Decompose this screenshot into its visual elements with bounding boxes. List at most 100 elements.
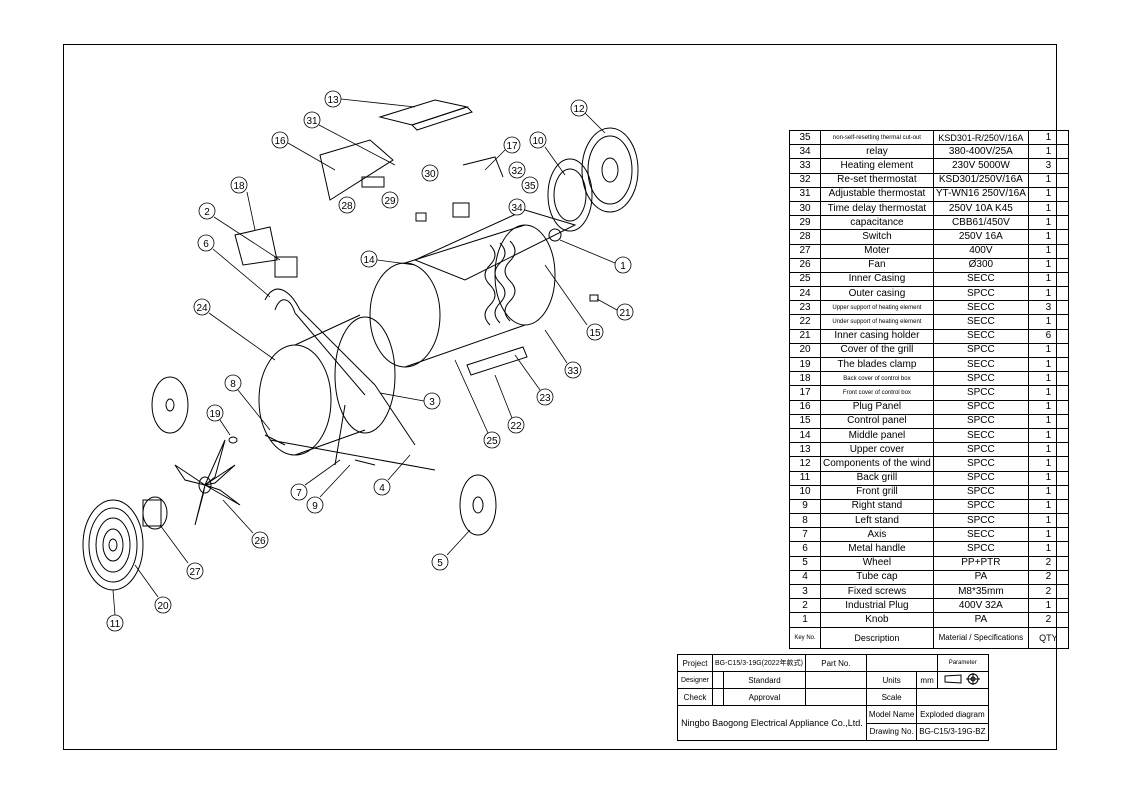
callout-10: 10 xyxy=(529,131,566,176)
bom-cell-no: 35 xyxy=(789,129,821,146)
svg-text:28: 28 xyxy=(341,201,353,212)
drawing-no-value: BG-C15/3-19G-BZ xyxy=(916,722,989,741)
bom-cell-qty: 1 xyxy=(1027,286,1069,302)
metal-handle xyxy=(264,288,376,386)
bom-cell-spec: Ø300 xyxy=(932,257,1029,273)
bom-cell-desc: Upper cover xyxy=(820,442,934,458)
bom-cell-desc: Back grill xyxy=(820,470,934,486)
callout-4: 4 xyxy=(373,454,411,496)
callout-12: 12 xyxy=(570,99,606,134)
bom-cell-desc: Inner casing holder xyxy=(820,328,934,344)
svg-text:26: 26 xyxy=(254,536,266,547)
callout-8: 8 xyxy=(224,374,271,431)
bom-cell-spec: SPCC xyxy=(932,442,1029,458)
project-label: Project xyxy=(677,654,713,672)
bom-cell-spec: 380-400V/25A xyxy=(932,144,1029,160)
svg-text:18: 18 xyxy=(233,181,245,192)
bom-cell-spec: KSD301-R/250V/16A xyxy=(932,129,1029,146)
front-cover-control-box xyxy=(462,156,504,178)
callout-14: 14 xyxy=(360,250,416,268)
svg-text:6: 6 xyxy=(203,239,209,250)
bom-cell-no: 16 xyxy=(789,399,821,415)
bom-cell-spec: 400V 32A xyxy=(932,598,1029,614)
bom-cell-desc: Switch xyxy=(820,229,934,245)
units-value: mm xyxy=(916,671,938,689)
bom-cell-no: 13 xyxy=(789,442,821,458)
bom-cell-desc: Time delay thermostat xyxy=(820,200,934,217)
bom-cell-no: 29 xyxy=(789,215,821,231)
bom-cell-qty: 3 xyxy=(1027,158,1069,174)
bom-cell-desc: Under support of heating element xyxy=(820,314,934,330)
bom-cell-desc: Left stand xyxy=(820,513,934,529)
bom-cell-no: 26 xyxy=(789,257,821,273)
scale-value xyxy=(916,688,989,706)
bom-cell-qty: 1 xyxy=(1027,498,1069,515)
bom-cell-qty: 1 xyxy=(1027,342,1069,359)
bom-cell-qty: 1 xyxy=(1027,144,1069,160)
plug-panel xyxy=(319,139,394,201)
bom-cell-qty: 1 xyxy=(1027,271,1069,288)
callout-28: 28 xyxy=(338,196,356,214)
callout-33: 33 xyxy=(544,329,582,379)
bom-cell-spec: 400V xyxy=(932,243,1029,259)
bom-cell-qty: 1 xyxy=(1027,257,1069,273)
callout-15: 15 xyxy=(544,264,604,341)
bom-cell-no: 10 xyxy=(789,484,821,500)
svg-text:30: 30 xyxy=(424,169,436,180)
bom-cell-no: 32 xyxy=(789,172,821,188)
callout-29: 29 xyxy=(381,191,399,209)
bom-cell-desc: Components of the wind xyxy=(820,456,934,472)
svg-text:32: 32 xyxy=(511,166,523,177)
bom-cell-spec: SPCC xyxy=(932,413,1029,429)
svg-text:13: 13 xyxy=(327,95,339,106)
bom-cell-no: 4 xyxy=(789,569,821,586)
callout-3: 3 xyxy=(379,392,441,410)
bom-cell-qty: 1 xyxy=(1027,442,1069,458)
callout-19: 19 xyxy=(206,404,231,436)
back-cover-control-box xyxy=(234,226,278,266)
bom-cell-no: 6 xyxy=(789,541,821,557)
svg-text:29: 29 xyxy=(384,196,396,207)
bom-cell-qty: 1 xyxy=(1027,371,1069,387)
drawing-no-label: Drawing No. xyxy=(865,722,918,741)
svg-text:35: 35 xyxy=(524,181,536,192)
bom-cell-qty: 1 xyxy=(1027,399,1069,415)
bom-cell-desc: The blades clamp xyxy=(820,356,934,373)
bom-cell-spec: YT-WN16 250V/16A xyxy=(932,186,1029,202)
bom-cell-no: 24 xyxy=(789,286,821,302)
upper-cover xyxy=(378,99,473,131)
bom-cell-desc: Re-set thermostat xyxy=(820,172,934,188)
heating-supports xyxy=(466,346,528,376)
svg-text:22: 22 xyxy=(510,421,522,432)
svg-text:11: 11 xyxy=(110,619,121,630)
svg-text:1: 1 xyxy=(620,261,626,272)
bom-cell-no: 28 xyxy=(789,229,821,245)
bom-cell-no: 5 xyxy=(789,555,821,571)
bom-cell-desc: Fan xyxy=(820,257,934,273)
bom-cell-spec: SPCC xyxy=(932,513,1029,529)
callouts: 13 3 1 16 30 28 29 32 35 34 17 10 12 18 2… xyxy=(106,90,634,632)
svg-text:20: 20 xyxy=(157,601,169,612)
bom-cell-spec: PP+PTR xyxy=(932,555,1029,571)
svg-text:10: 10 xyxy=(532,136,544,147)
check-label: Check xyxy=(677,688,713,706)
bom-cell-no: 15 xyxy=(789,413,821,429)
svg-text:8: 8 xyxy=(230,379,236,390)
bom-cell-qty: 1 xyxy=(1027,413,1069,429)
callout-34: 34 xyxy=(508,198,526,216)
scale-label: Scale xyxy=(865,688,918,706)
callout-32: 32 xyxy=(508,161,526,179)
svg-text:9: 9 xyxy=(312,501,318,512)
bom-cell-no: 25 xyxy=(789,271,821,288)
middle-panel xyxy=(413,209,577,281)
callout-16: 16 xyxy=(271,131,336,171)
bom-cell-spec: KSD301/250V/16A xyxy=(932,172,1029,188)
bom-cell-qty: 1 xyxy=(1027,513,1069,529)
bom-header-qty: QTY xyxy=(1027,626,1069,649)
svg-text:17: 17 xyxy=(506,141,518,152)
